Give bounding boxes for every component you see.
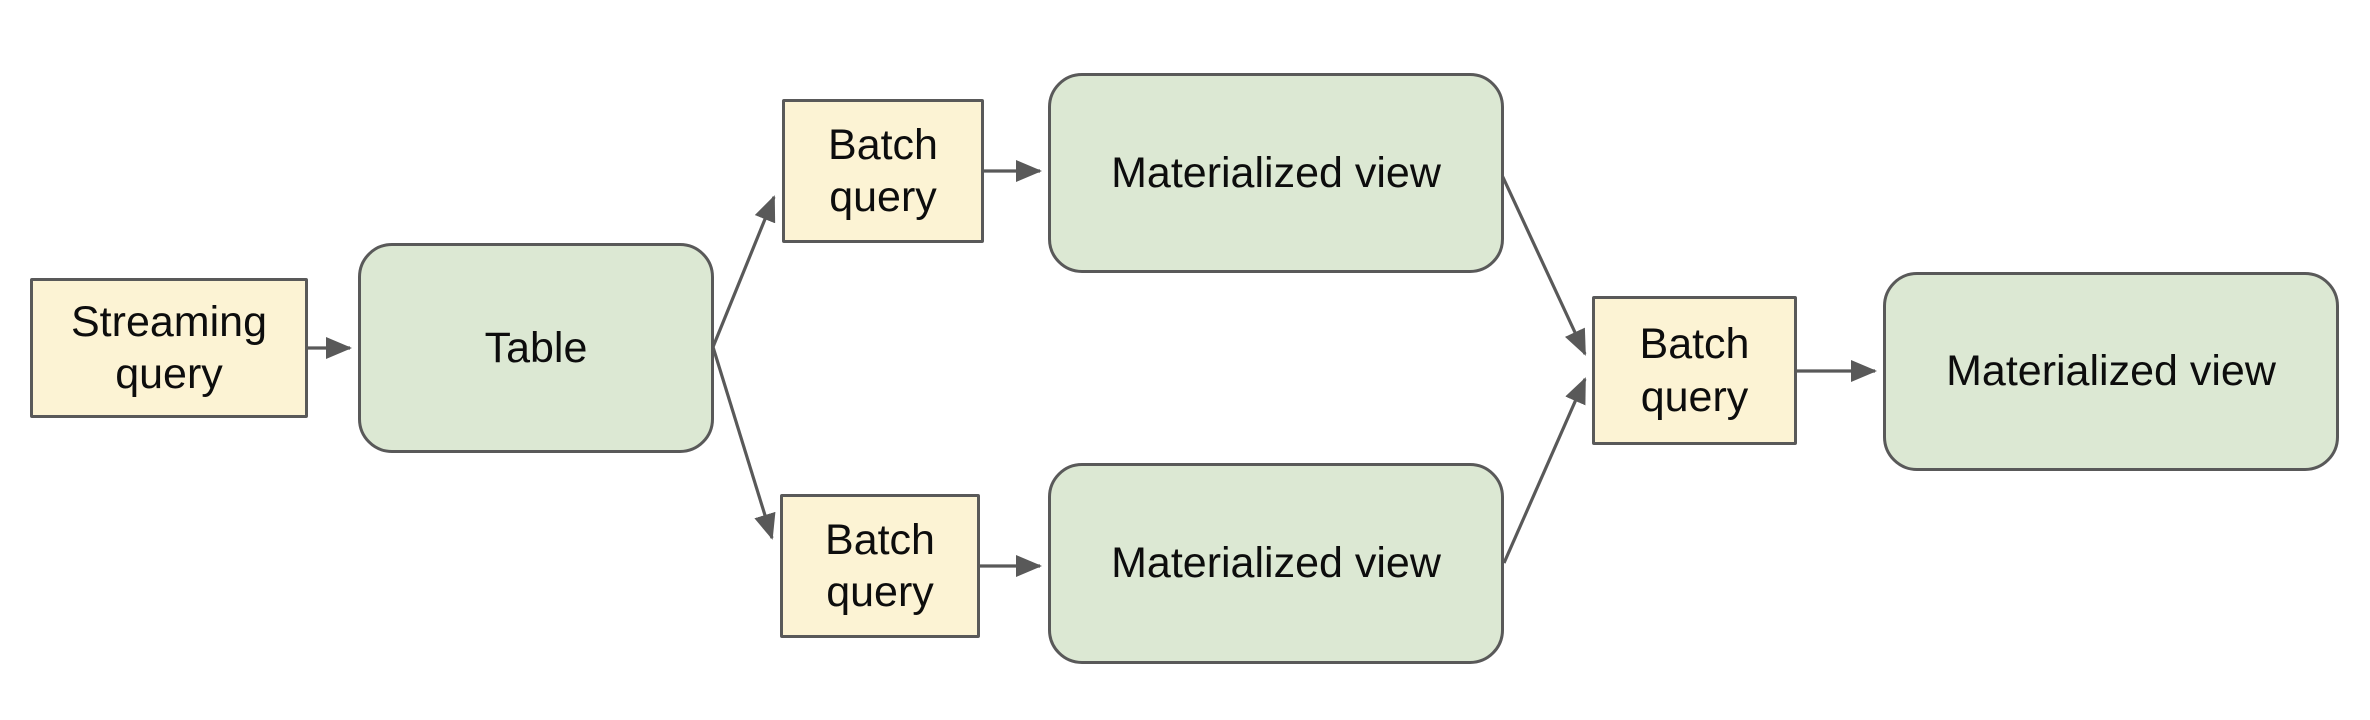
node-batch-query-bottom: Batch query — [780, 494, 980, 638]
node-label: Batch query — [1639, 320, 1750, 421]
node-label: Streaming query — [71, 297, 267, 398]
node-table: Table — [358, 243, 714, 453]
edge-materialized-view-top-to-batch-query-final — [1499, 172, 1587, 356]
edge-table-to-batch-query-top — [711, 195, 776, 348]
node-label: Table — [484, 323, 588, 372]
edge-table-to-batch-query-bottom — [711, 346, 776, 540]
node-label: Materialized view — [1946, 347, 2276, 396]
node-materialized-view-top: Materialized view — [1048, 73, 1504, 273]
edge-materialized-view-bottom-to-batch-query-final — [1502, 377, 1587, 564]
node-materialized-view-final: Materialized view — [1883, 272, 2339, 471]
node-label: Batch query — [825, 515, 935, 616]
node-label: Materialized view — [1111, 148, 1441, 197]
node-label: Batch query — [828, 120, 938, 221]
node-streaming-query: Streaming query — [30, 278, 308, 418]
node-materialized-view-bottom: Materialized view — [1048, 463, 1504, 664]
node-batch-query-final: Batch query — [1592, 296, 1797, 445]
node-batch-query-top: Batch query — [782, 99, 984, 243]
node-label: Materialized view — [1111, 539, 1441, 588]
